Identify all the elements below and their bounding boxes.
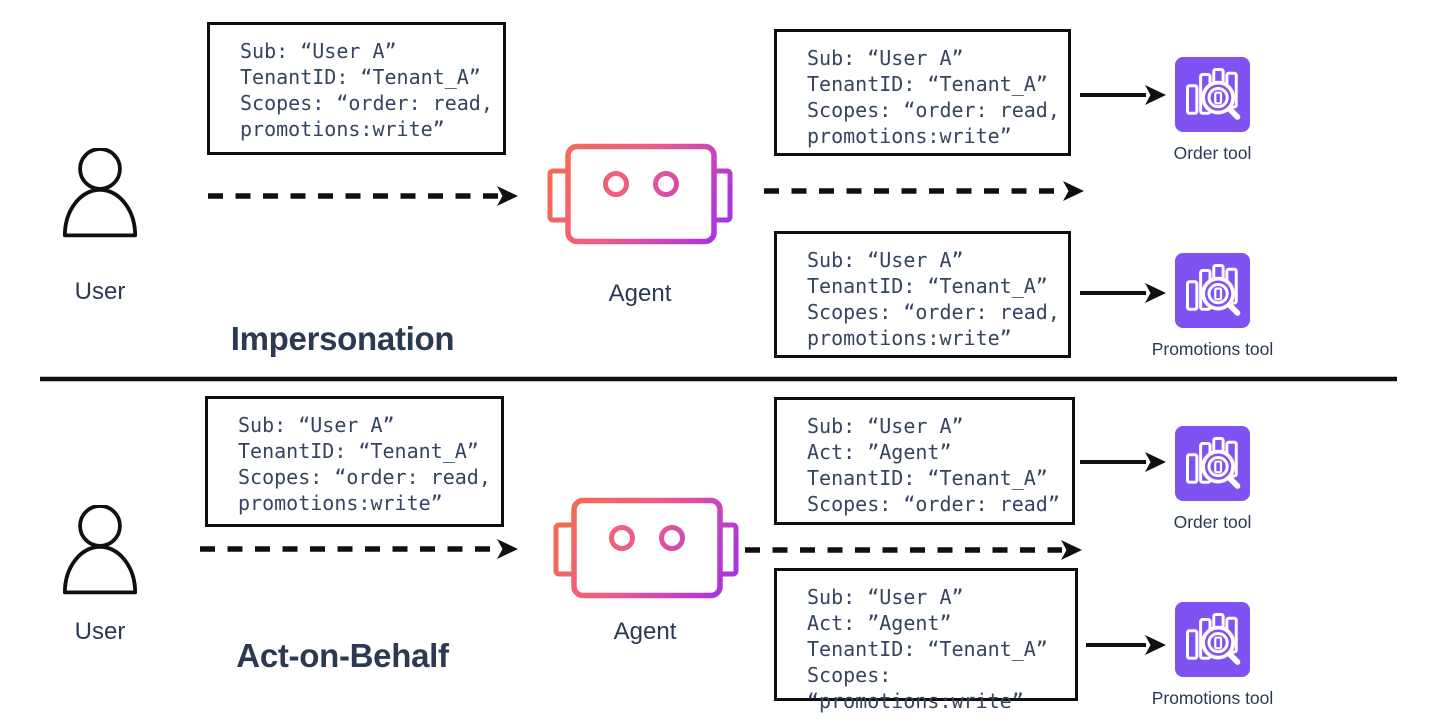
user-label: User bbox=[74, 278, 126, 305]
token-line: TenantID: “Tenant_A” bbox=[807, 637, 1048, 661]
order-tool-label: Order tool bbox=[1173, 512, 1252, 532]
token-line: TenantID: “Tenant_A” bbox=[807, 72, 1048, 96]
token-line: Sub: “User A” bbox=[240, 39, 397, 63]
token-line: Scopes: “order: read, bbox=[807, 300, 1060, 324]
token-line: Sub: “User A” bbox=[807, 46, 964, 70]
token-line: Sub: “User A” bbox=[807, 248, 964, 272]
order-token-box: Sub: “User A”Act: ”Agent”TenantID: “Tena… bbox=[774, 397, 1075, 525]
token-line: TenantID: “Tenant_A” bbox=[807, 466, 1048, 490]
token-line: TenantID: “Tenant_A” bbox=[807, 274, 1048, 298]
token-line: Sub: “User A” bbox=[238, 413, 395, 437]
promotions-tool-icon bbox=[1175, 253, 1250, 328]
token-line: Scopes: “order: read, bbox=[240, 91, 493, 115]
order-token-box: Sub: “User A”TenantID: “Tenant_A”Scopes:… bbox=[774, 29, 1071, 156]
agent-label: Agent bbox=[608, 280, 672, 307]
token-line: Sub: “User A” bbox=[807, 585, 964, 609]
token-line: Scopes: bbox=[807, 663, 892, 687]
order-tool: Order tool bbox=[1174, 426, 1251, 532]
token-line: TenantID: “Tenant_A” bbox=[240, 65, 481, 89]
user-icon bbox=[60, 148, 140, 243]
token-line: “promotions:write” bbox=[807, 689, 1024, 713]
agent-label: Agent bbox=[613, 618, 677, 645]
token-line: Act: ”Agent” bbox=[807, 440, 952, 464]
order-tool-label: Order tool bbox=[1173, 143, 1252, 163]
order-tool: Order tool bbox=[1174, 57, 1251, 163]
promotions-token-box: Sub: “User A”Act: ”Agent”TenantID: “Tena… bbox=[774, 568, 1078, 713]
token-line: Act: ”Agent” bbox=[807, 611, 952, 635]
agent-robot-icon bbox=[546, 143, 734, 245]
token-line: Scopes: “order: read, bbox=[238, 465, 491, 489]
token-line: TenantID: “Tenant_A” bbox=[238, 439, 479, 463]
user-icon bbox=[60, 505, 140, 600]
promotions-tool-label: Promotions tool bbox=[1151, 339, 1274, 359]
section-title-impersonation: Impersonation bbox=[230, 320, 455, 357]
promotions-token-box: Sub: “User A”TenantID: “Tenant_A”Scopes:… bbox=[774, 231, 1071, 358]
user-token-box: Sub: “User A”TenantID: “Tenant_A”Scopes:… bbox=[207, 22, 506, 155]
order-tool-icon bbox=[1175, 57, 1250, 132]
promotions-tool: Promotions tool bbox=[1152, 253, 1273, 359]
user-label: User bbox=[74, 618, 126, 645]
token-line: promotions:write” bbox=[807, 326, 1012, 350]
promotions-tool-icon bbox=[1175, 602, 1250, 677]
agent-robot-icon bbox=[552, 497, 740, 599]
token-line: promotions:write” bbox=[238, 491, 443, 515]
promotions-tool-label: Promotions tool bbox=[1151, 688, 1274, 708]
promotions-tool: Promotions tool bbox=[1152, 602, 1273, 708]
token-line: Scopes: “order: read” bbox=[807, 492, 1060, 516]
token-line: Sub: “User A” bbox=[807, 414, 964, 438]
token-line: promotions:write” bbox=[807, 124, 1012, 148]
section-title-act-on-behalf: Act-on-Behalf bbox=[236, 637, 449, 674]
token-line: Scopes: “order: read, bbox=[807, 98, 1060, 122]
user-token-box: Sub: “User A”TenantID: “Tenant_A”Scopes:… bbox=[205, 396, 504, 527]
order-tool-icon bbox=[1175, 426, 1250, 501]
token-line: promotions:write” bbox=[240, 117, 445, 141]
